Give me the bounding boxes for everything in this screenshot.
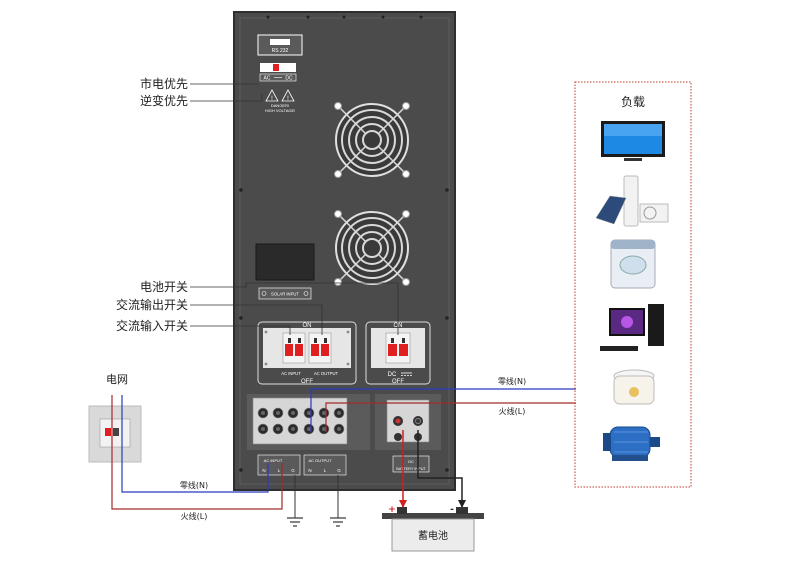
fan-1: [334, 102, 410, 178]
ground-symbol-output: [330, 517, 346, 527]
load-title: 负载: [621, 95, 645, 109]
utility-priority-label: 市电优先: [140, 76, 188, 91]
selector-dc-label: DC: [285, 76, 293, 82]
terminal-screw-head: [337, 427, 341, 431]
battery-input-label: BATTERY INPUT: [396, 467, 426, 471]
input-pin-g: G: [291, 468, 295, 473]
load-neutral-label: 零线(N): [498, 376, 526, 386]
terminal-screw-head: [261, 411, 265, 415]
dc-breaker-caption: DC: [388, 372, 397, 378]
terminal-screw-head: [307, 411, 311, 415]
battery-label: 蓄电池: [418, 529, 448, 542]
high-voltage-warning: ! ! DANGER! HIGH VOLTAGE!: [265, 89, 296, 113]
ac-output-breaker[interactable]: [308, 332, 332, 364]
ac-output-switch-label: 交流输出开关: [116, 297, 188, 312]
electric-motor-icon: [603, 426, 660, 461]
grid-live-label: 火线(L): [181, 511, 208, 521]
ground-symbol-input: [287, 517, 303, 527]
ac-terminal-block: AC INPUT AC OUTPUT N L G N L G: [247, 394, 370, 476]
rs232-port: RS 232: [257, 34, 303, 56]
terminal-screw-head: [322, 427, 326, 431]
grid-neutral-wire: [121, 395, 269, 493]
warning-line-2: HIGH VOLTAGE!: [265, 108, 296, 113]
battery-terminal-block: BATTERY INPUT DC: [375, 394, 441, 473]
terminal-screw-head: [322, 411, 326, 415]
callout-lines: [190, 83, 399, 335]
ac-output-breaker-caption: AC OUTPUT: [314, 371, 339, 376]
terminal-screw-head: [291, 411, 295, 415]
output-pin-n: N: [308, 468, 311, 473]
output-pin-l: L: [324, 468, 327, 473]
wiring: [111, 388, 576, 518]
battery-dc-label: DC: [408, 459, 414, 464]
grid-distribution-box: [88, 405, 142, 463]
air-conditioner-solar-icon: [595, 175, 669, 227]
load-live-wire: [325, 402, 576, 432]
priority-selector-switch[interactable]: AC DC: [259, 63, 297, 82]
inverter-priority-label: 逆变优先: [140, 93, 188, 108]
rice-cooker-icon: [613, 369, 655, 405]
cooling-fans: [334, 102, 410, 286]
load-panel: 负载: [574, 81, 692, 488]
load-neutral-wire: [310, 388, 576, 432]
warning-line-1: DANGER!: [271, 103, 289, 108]
desktop-computer-icon: [600, 304, 664, 351]
terminal-screw-head: [276, 427, 280, 431]
battery-switch-label: 电池开关: [140, 280, 188, 294]
ac-terminal-screws: [257, 407, 345, 435]
battery-negative-wire: [417, 430, 463, 507]
washing-machine-icon: [610, 239, 656, 289]
battery-negative-arrow: [458, 500, 466, 508]
terminal-input-label: AC INPUT: [264, 458, 283, 463]
solar-input-label: SOLAR INPUT: [271, 292, 299, 297]
terminal-screw-head: [307, 427, 311, 431]
ac-breaker-panel: ON OFF AC INPUT AC OUTPUT: [257, 321, 357, 385]
rs232-label: RS 232: [272, 48, 289, 54]
terminal-screw-head: [276, 411, 280, 415]
dc-breaker-off-label: OFF: [392, 379, 404, 385]
svg-text:!: !: [287, 95, 289, 102]
ac-input-breaker[interactable]: [282, 332, 306, 364]
battery-positive-arrow: [399, 500, 407, 508]
fan-2: [334, 210, 410, 286]
ac-breaker-on-label: ON: [303, 323, 312, 329]
output-pin-g: G: [337, 468, 341, 473]
display-window: [255, 243, 315, 281]
terminal-screw-head: [261, 427, 265, 431]
input-pin-l: L: [278, 468, 281, 473]
solar-input-terminal[interactable]: SOLAR INPUT: [258, 287, 312, 300]
selector-ac-label: AC: [264, 76, 271, 82]
svg-text:!: !: [271, 95, 273, 102]
terminal-screw-head: [291, 427, 295, 431]
dc-battery-breaker[interactable]: [385, 332, 411, 364]
battery-minus-sign: -: [450, 505, 454, 515]
top-screws: [239, 15, 449, 472]
battery-plus-sign: +: [388, 505, 396, 515]
input-pin-n: N: [262, 468, 265, 473]
grid-neutral-label: 零线(N): [180, 480, 208, 490]
terminal-screw-head: [337, 411, 341, 415]
ac-input-breaker-caption: AC INPUT: [281, 371, 301, 376]
load-live-label: 火线(L): [499, 406, 526, 416]
ac-breaker-off-label: OFF: [301, 379, 313, 385]
grid-label: 电网: [106, 373, 128, 386]
storage-battery: + - 蓄电池: [382, 505, 484, 552]
tv-icon: [601, 121, 665, 161]
ac-input-switch-label: 交流输入开关: [116, 318, 188, 333]
grid-live-wire: [111, 395, 283, 510]
terminal-output-label: AC OUTPUT: [308, 458, 332, 463]
